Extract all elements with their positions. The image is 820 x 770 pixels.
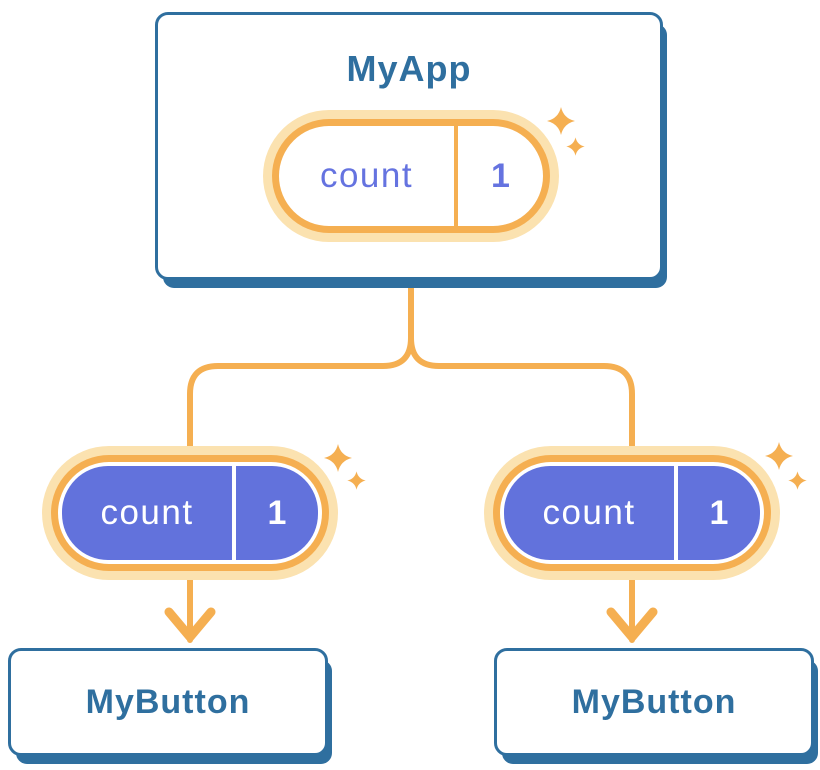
sparkle-icon xyxy=(765,442,793,470)
component-node-myapp: MyApp count 1 xyxy=(155,12,663,280)
component-node-mybutton-left: MyButton xyxy=(8,648,328,756)
prop-pill-count-right: count 1 xyxy=(484,446,780,580)
state-value-label: 1 xyxy=(491,156,510,195)
prop-name-label: count xyxy=(100,493,194,532)
prop-pill-count-left: count 1 xyxy=(42,446,338,580)
pill-divider xyxy=(674,466,678,560)
sparkle-icon xyxy=(547,107,575,135)
pill-divider xyxy=(454,126,458,226)
pill-divider xyxy=(232,466,236,560)
prop-name-label: count xyxy=(542,493,636,532)
component-title-mybutton: MyButton xyxy=(571,682,737,721)
component-node-mybutton-right: MyButton xyxy=(494,648,814,756)
sparkle-icon xyxy=(347,471,366,490)
state-name-label: count xyxy=(319,156,414,195)
sparkle-icon xyxy=(324,444,352,472)
state-pill-count: count 1 xyxy=(263,110,559,242)
prop-pill-ring: count 1 xyxy=(51,455,329,571)
component-title-mybutton: MyButton xyxy=(85,682,251,721)
state-pill-ring: count 1 xyxy=(272,119,550,233)
prop-value-label: 1 xyxy=(709,493,729,532)
prop-value-label: 1 xyxy=(267,493,287,532)
prop-pill-ring: count 1 xyxy=(493,455,771,571)
component-title-myapp: MyApp xyxy=(346,48,472,89)
sparkle-icon xyxy=(566,137,585,156)
sparkle-icon xyxy=(788,471,807,490)
connector-right xyxy=(408,281,635,643)
arrow-down-icon xyxy=(164,607,216,642)
arrow-down-icon xyxy=(606,607,658,642)
